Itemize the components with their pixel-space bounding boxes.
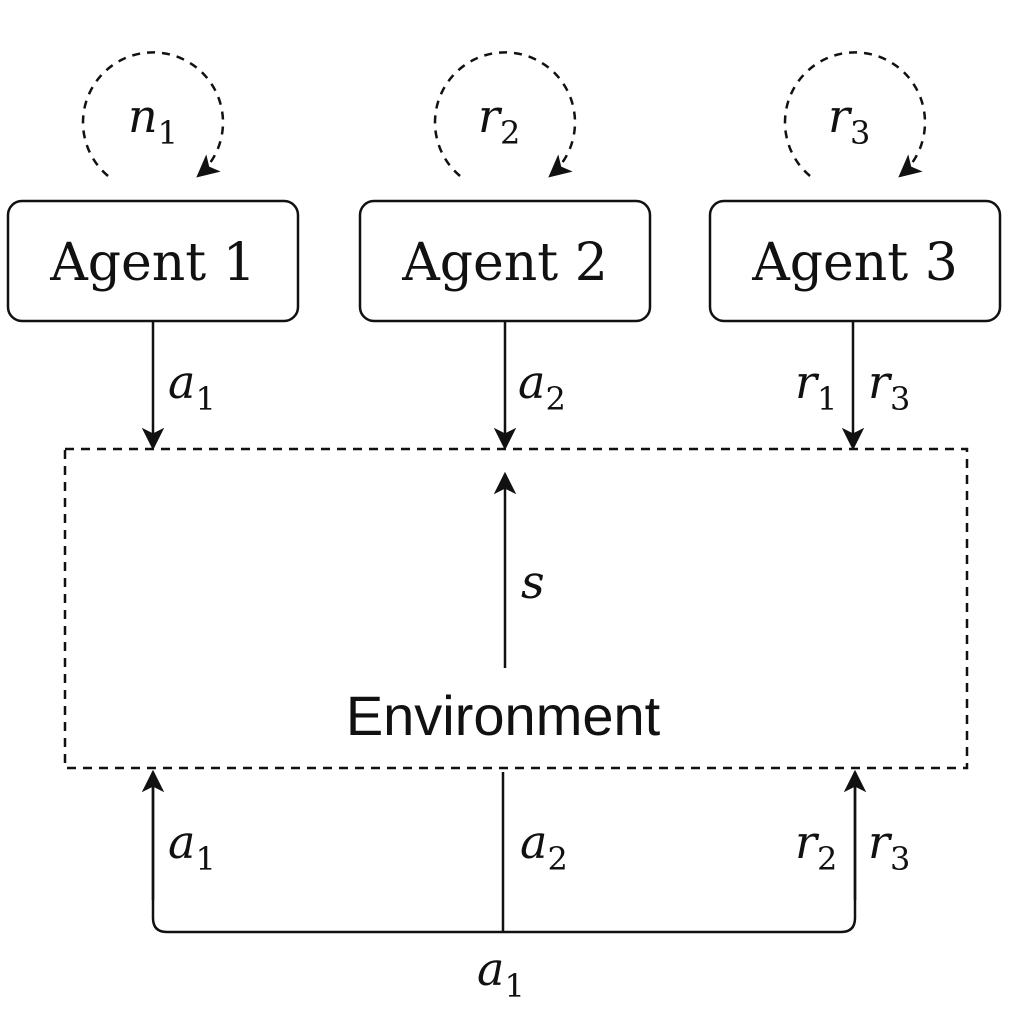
edge-agent-1-to-environment: a1 — [141, 322, 216, 451]
agent-1-node: Agent 1 — [6, 199, 300, 323]
bus-label-a1: a1 — [477, 942, 525, 1005]
edge-label-a2-bottom: a2 — [520, 815, 568, 878]
edge-label-r3-top: r3 — [868, 355, 910, 418]
edge-agent-3-to-environment: r1 r3 — [795, 322, 910, 451]
agent-2-label: Agent 2 — [401, 233, 608, 293]
self-loop-label-agent-3: r3 — [828, 89, 870, 152]
edge-label-r2-bottom: r2 — [795, 815, 837, 878]
bottom-bus: a1 a2 r2 r3 a1 — [141, 769, 910, 1005]
self-loop-label-agent-1: n1 — [128, 89, 178, 152]
edge-state: s — [493, 471, 545, 668]
environment-label: Environment — [346, 684, 661, 747]
self-loop-agent-3: r3 — [783, 51, 927, 178]
edge-label-r3-bottom: r3 — [868, 815, 910, 878]
edge-label-r1-top: r1 — [795, 355, 837, 418]
environment-node: Environment — [63, 447, 969, 770]
edge-label-a1-bottom: a1 — [168, 815, 216, 878]
agent-2-node: Agent 2 — [358, 199, 652, 323]
agent-1-label: Agent 1 — [49, 233, 256, 293]
agent-3-label: Agent 3 — [751, 233, 958, 293]
edge-agent-2-to-environment: a2 — [493, 322, 566, 451]
edge-label-s: s — [521, 555, 545, 609]
edge-label-a1-top: a1 — [168, 355, 216, 418]
self-loop-label-agent-2: r2 — [478, 89, 520, 152]
edge-label-a2-top: a2 — [518, 355, 566, 418]
self-loop-agent-2: r2 — [433, 51, 577, 178]
self-loop-agent-1: n1 — [81, 51, 225, 178]
agent-3-node: Agent 3 — [708, 199, 1002, 323]
